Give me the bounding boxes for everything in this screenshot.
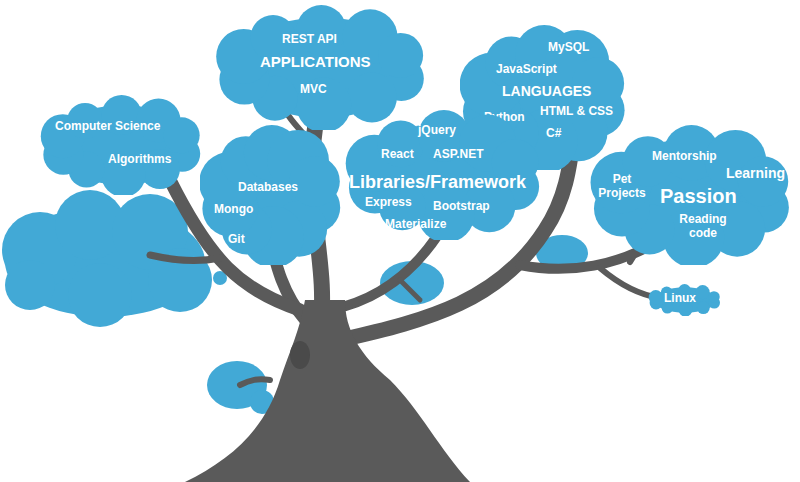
foliage-cluster: DatabasesMongoGit [200, 125, 345, 265]
skill-label: HTML & CSS [540, 105, 613, 119]
foliage-bump [708, 291, 720, 303]
foliage-bump [378, 33, 423, 78]
skill-label: APPLICATIONS [260, 53, 371, 70]
skill-label: Databases [238, 181, 298, 195]
trunk-knot [290, 341, 310, 369]
foliage-bump [347, 73, 397, 123]
trunk [185, 300, 470, 482]
foliage-blob [68, 263, 132, 327]
foliage-cluster: REST API APPLICATIONS MVC [215, 5, 430, 130]
skill-label: ASP.NET [433, 148, 483, 162]
skill-label: Git [228, 233, 245, 247]
skill-label: C# [546, 127, 561, 141]
skill-label: React [381, 148, 414, 162]
branch [240, 379, 270, 385]
foliage-cluster: MentorshipPet Projects LearningPassionRea… [590, 125, 795, 265]
skill-label: jQuery [418, 124, 456, 138]
foliage-shape [40, 95, 205, 195]
foliage-blob [5, 260, 55, 310]
skill-label: MySQL [548, 41, 589, 55]
skill-label: Passion [660, 185, 737, 208]
foliage-bump [696, 285, 710, 299]
foliage-cluster: Linux [648, 284, 722, 316]
skill-label: Mongo [214, 203, 253, 217]
skill-label: Computer Science [55, 120, 160, 134]
foliage-cluster: jQueryReact ASP.NET Libraries/FrameworkExp… [345, 110, 545, 240]
skill-label: REST API [282, 33, 337, 47]
foliage-bump [296, 77, 351, 130]
skill-label: MVC [300, 83, 327, 97]
skill-label: Bootstrap [433, 200, 490, 214]
foliage-bump [697, 301, 710, 314]
skill-label: Learning [726, 165, 785, 181]
branch [330, 215, 450, 310]
foliage-bump [738, 156, 788, 206]
skill-label: Libraries/Framework [349, 172, 526, 193]
foliage-cluster: Computer ScienceAlgorithms [40, 95, 205, 195]
skill-label: LANGUAGES [502, 83, 591, 99]
foliage-bump [649, 290, 663, 304]
skill-label: Mentorship [652, 150, 717, 164]
branch [400, 280, 420, 300]
skill-label: Reading code [674, 213, 732, 241]
skill-label: Express [365, 196, 412, 210]
skill-label: Algorithms [108, 153, 171, 167]
branch [150, 255, 220, 261]
foliage-shape [200, 125, 345, 265]
foliage-bump [377, 120, 424, 167]
foliage-bump [164, 117, 200, 153]
foliage-bump [296, 5, 346, 55]
skill-label: JavaScript [496, 63, 557, 77]
branches [150, 100, 660, 385]
skill-label: Pet Projects [594, 173, 650, 201]
skill-label: Materialize [385, 218, 446, 232]
skill-label: Linux [664, 292, 696, 306]
